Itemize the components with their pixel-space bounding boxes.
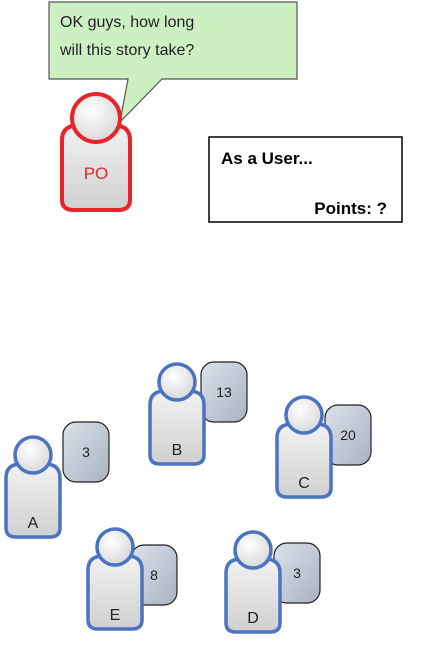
- estimate-card: 13: [200, 361, 248, 423]
- bubble-line-1: OK guys, how long: [60, 14, 194, 31]
- estimate-value: 3: [293, 565, 301, 581]
- story-card: As a User... Points: ?: [208, 136, 403, 223]
- person-head: [233, 530, 273, 570]
- person-head: [95, 527, 135, 567]
- person-label: A: [28, 515, 39, 532]
- person-label: B: [172, 442, 183, 459]
- estimate-card: 3: [62, 421, 110, 483]
- person-body: [4, 462, 62, 539]
- bubble-line-2: will this story take?: [59, 42, 194, 59]
- person-body: [148, 389, 206, 466]
- estimate-value: 8: [150, 567, 158, 583]
- person-head: [157, 362, 197, 402]
- estimate-value: 3: [82, 444, 90, 460]
- team-member-a: 3A: [4, 421, 110, 539]
- speech-bubble: OK guys, how long will this story take?: [48, 1, 298, 124]
- person-head: [13, 435, 53, 475]
- story-points: Points: ?: [314, 199, 387, 218]
- story-title: As a User...: [221, 149, 313, 168]
- estimate-value: 13: [216, 384, 232, 400]
- team-member-d: 3D: [224, 530, 321, 634]
- team-member-b: 13B: [148, 361, 248, 466]
- person-body: [275, 422, 333, 499]
- estimate-value: 20: [340, 427, 356, 443]
- person-label: C: [298, 475, 310, 492]
- person-head: [284, 395, 324, 435]
- po-label: PO: [84, 164, 109, 183]
- person-body: [224, 557, 282, 634]
- person-label: D: [247, 610, 259, 627]
- person-label: E: [110, 607, 121, 624]
- team-member-e: 8E: [86, 527, 178, 631]
- po-head: [70, 92, 122, 144]
- team-member-c: 20C: [275, 395, 372, 499]
- person-body: [86, 554, 144, 631]
- product-owner-figure: PO: [60, 92, 132, 212]
